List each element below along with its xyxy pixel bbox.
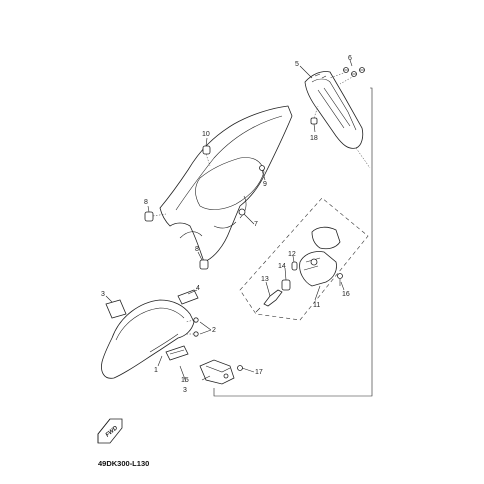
callout-10: 10 — [202, 131, 210, 138]
leader-lines — [105, 59, 353, 383]
callout-16: 16 — [342, 291, 350, 298]
license-light-housing — [299, 226, 341, 287]
tail-light-lens — [304, 71, 364, 149]
side-cover — [159, 105, 293, 263]
grommet-18 — [310, 105, 319, 125]
callout-3-upper: 3 — [101, 291, 105, 298]
callout-1: 1 — [154, 367, 158, 374]
callout-11: 11 — [313, 302, 320, 309]
callout-5: 5 — [295, 61, 299, 68]
callout-8-upper: 8 — [144, 199, 148, 206]
callout-15: 15 — [181, 377, 189, 384]
callout-3-lower: 3 — [183, 387, 187, 394]
tail-light-screws — [329, 67, 365, 85]
assembly-line-right — [213, 87, 373, 397]
decal-3-upper — [105, 299, 127, 319]
callout-7: 7 — [254, 221, 258, 228]
rear-fender — [101, 299, 195, 379]
callout-17: 17 — [255, 369, 263, 376]
bolt-2-upper — [185, 317, 199, 323]
nut-7 — [238, 208, 246, 216]
socket-14 — [281, 279, 291, 291]
grommet-10 — [202, 145, 211, 167]
callout-18: 18 — [310, 135, 318, 142]
bracket-15 — [199, 359, 235, 385]
clip-8-lower — [199, 259, 209, 270]
callout-4: 4 — [196, 285, 200, 292]
fwd-direction-badge: FWD — [97, 418, 123, 444]
callout-2: 2 — [212, 327, 216, 334]
bolt-16 — [337, 273, 343, 286]
callout-6: 6 — [348, 55, 352, 62]
callout-9: 9 — [263, 181, 267, 188]
diagram-code: 49DK300-L130 — [98, 459, 149, 468]
decal-4 — [177, 289, 199, 305]
callout-labels: 1 2 3 3 4 5 6 7 8 8 9 10 11 12 13 14 15 … — [101, 55, 352, 394]
leader-lens-lower — [355, 147, 371, 169]
callout-14: 14 — [278, 263, 286, 270]
bolt-2-lower — [186, 331, 199, 337]
screw-9 — [259, 165, 265, 171]
bulb-12 — [291, 261, 298, 271]
nut-17 — [237, 365, 243, 371]
callout-8-lower: 8 — [195, 246, 199, 253]
callout-13: 13 — [261, 276, 269, 283]
decal-3-lower — [165, 345, 189, 361]
callout-12: 12 — [288, 251, 296, 258]
